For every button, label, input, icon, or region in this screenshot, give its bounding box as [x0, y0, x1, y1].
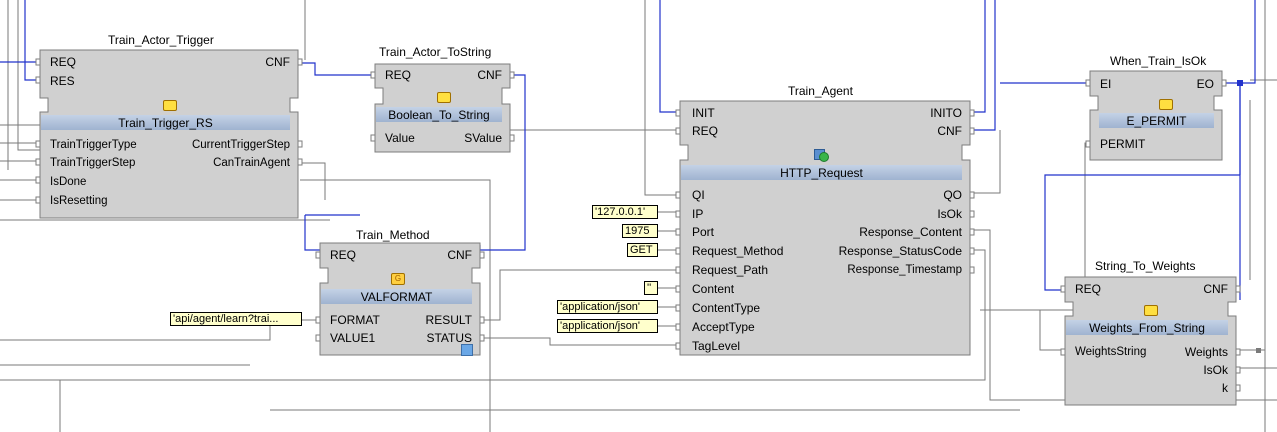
port-cnf[interactable]: CNF	[265, 55, 290, 69]
block-title-train-agent: Train_Agent	[788, 84, 853, 98]
port-traintriggerstep[interactable]: TrainTriggerStep	[50, 157, 136, 169]
port-k[interactable]: k	[1222, 381, 1228, 395]
constant-contenttype[interactable]: 'application/json'	[557, 300, 658, 314]
block-type-http-request: HTTP_Request	[780, 166, 863, 180]
port-weightsstring[interactable]: WeightsString	[1075, 346, 1147, 358]
port-req[interactable]: REQ	[50, 55, 77, 69]
port-cantrainagent[interactable]: CanTrainAgent	[213, 157, 290, 169]
port-req[interactable]: REQ	[330, 248, 357, 262]
constant-ip[interactable]: '127.0.0.1'	[592, 205, 658, 219]
function-block-icon	[437, 92, 451, 103]
port-isresetting[interactable]: IsResetting	[50, 195, 108, 207]
function-block-icon	[1144, 305, 1158, 316]
function-block-icon	[1159, 99, 1173, 110]
block-title-when-train-isok: When_Train_IsOk	[1110, 54, 1207, 68]
port-request-path[interactable]: Request_Path	[692, 263, 769, 277]
port-request-method[interactable]: Request_Method	[692, 244, 784, 258]
port-weights[interactable]: Weights	[1184, 345, 1228, 359]
port-ip[interactable]: IP	[692, 207, 704, 221]
service-icon	[814, 147, 829, 162]
block-type-e-permit: E_PERMIT	[1126, 114, 1187, 128]
port-taglevel[interactable]: TagLevel	[692, 339, 741, 353]
port-result[interactable]: RESULT	[425, 313, 472, 327]
port-permit[interactable]: PERMIT	[1100, 137, 1146, 151]
port-response-content[interactable]: Response_Content	[859, 225, 962, 239]
constant-content[interactable]: ''	[644, 281, 658, 295]
port-qo[interactable]: QO	[943, 188, 962, 202]
port-inito[interactable]: INITO	[930, 106, 962, 120]
port-response-statuscode[interactable]: Response_StatusCode	[838, 244, 962, 258]
port-value[interactable]: Value	[385, 131, 415, 145]
port-req[interactable]: REQ	[692, 124, 719, 138]
generic-fb-icon: G	[391, 273, 405, 285]
port-currenttriggerstep[interactable]: CurrentTriggerStep	[191, 139, 290, 151]
port-svalue[interactable]: SValue	[464, 131, 502, 145]
block-title-string-to-weights: String_To_Weights	[1095, 259, 1196, 273]
constant-port[interactable]: 1975	[622, 224, 658, 238]
port-eo[interactable]: EO	[1196, 77, 1214, 91]
port-isok[interactable]: IsOk	[937, 207, 962, 221]
block-title-train-actor-tostring: Train_Actor_ToString	[379, 45, 492, 59]
port-content[interactable]: Content	[692, 282, 735, 296]
port-response-timestamp[interactable]: Response_Timestamp	[847, 264, 962, 276]
port-format[interactable]: FORMAT	[330, 313, 380, 327]
port-port[interactable]: Port	[692, 225, 715, 239]
port-cnf[interactable]: CNF	[447, 248, 472, 262]
port-isdone[interactable]: IsDone	[50, 176, 87, 188]
block-title-train-actor-trigger: Train_Actor_Trigger	[108, 33, 214, 47]
function-block-icon	[163, 100, 177, 111]
port-req[interactable]: REQ	[1075, 282, 1102, 296]
port-traintriggertype[interactable]: TrainTriggerType	[50, 139, 137, 151]
port-cnf[interactable]: CNF	[1203, 282, 1228, 296]
edit-corner-icon	[461, 344, 473, 356]
port-accepttype[interactable]: AcceptType	[692, 320, 755, 334]
port-ei[interactable]: EI	[1100, 77, 1112, 91]
port-cnf[interactable]: CNF	[937, 124, 962, 138]
constant-accepttype[interactable]: 'application/json'	[557, 319, 658, 333]
block-type-train-trigger-rs: Train_Trigger_RS	[118, 116, 213, 130]
block-title-train-method: Train_Method	[356, 228, 430, 242]
port-cnf[interactable]: CNF	[477, 68, 502, 82]
port-contenttype[interactable]: ContentType	[692, 301, 761, 315]
block-type-boolean-to-string: Boolean_To_String	[388, 108, 490, 122]
port-qi[interactable]: QI	[692, 188, 705, 202]
port-res[interactable]: RES	[50, 74, 75, 88]
block-type-weights-from-string: Weights_From_String	[1089, 321, 1205, 335]
port-init[interactable]: INIT	[692, 106, 715, 120]
port-req[interactable]: REQ	[385, 68, 412, 82]
block-type-valformat: VALFORMAT	[360, 290, 433, 304]
port-status[interactable]: STATUS	[426, 331, 472, 345]
constant-request-method[interactable]: GET	[627, 243, 658, 257]
port-isok[interactable]: IsOk	[1203, 363, 1228, 377]
port-value1[interactable]: VALUE1	[330, 331, 376, 345]
constant-format[interactable]: 'api/agent/learn?trai...	[170, 312, 302, 326]
